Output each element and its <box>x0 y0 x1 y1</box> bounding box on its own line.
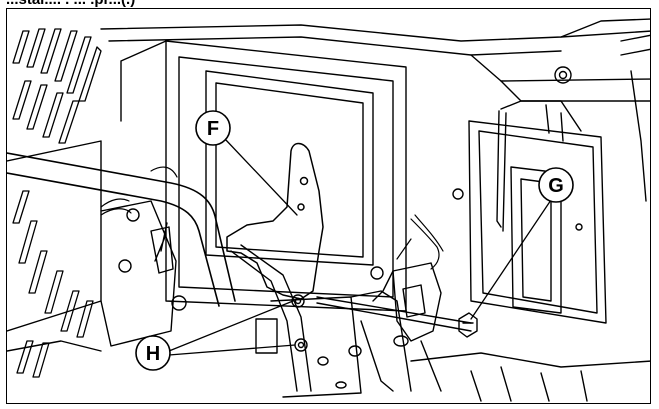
hex-nut-left-lower-icon <box>171 295 187 311</box>
wire-harness <box>100 166 444 270</box>
vent-slots <box>12 28 102 378</box>
cropped-caption: ...stal.... . ... .pr...(.) <box>6 0 135 8</box>
leader-f <box>224 138 298 216</box>
bottom-details <box>7 340 650 402</box>
assembly-drawing: F G H <box>7 18 650 402</box>
leader-h-upper <box>168 300 294 352</box>
leader-lines <box>168 138 554 356</box>
callout-h-label: H <box>146 343 160 365</box>
handle-bar <box>7 152 236 307</box>
hex-bolt-g-icon <box>458 312 478 338</box>
bolt-g <box>458 312 478 338</box>
hex-bolt-top-icon <box>554 66 572 84</box>
shifter-plate <box>226 142 324 300</box>
left-side-panel <box>7 28 102 378</box>
lower-bracket <box>255 290 412 398</box>
callout-f-label: F <box>207 118 219 140</box>
upper-frame <box>100 18 650 202</box>
callout-f: F <box>195 110 231 146</box>
hex-bolt-panel-icon <box>452 188 464 200</box>
leader-h-lower <box>168 344 296 356</box>
left-bracket <box>100 200 187 347</box>
leader-g <box>470 196 554 320</box>
hex-nut-left-upper-icon <box>126 208 140 222</box>
callout-g-label: G <box>548 175 564 197</box>
wire-clip-icon <box>575 223 583 231</box>
right-bracket <box>360 262 442 392</box>
callout-g: G <box>538 167 574 203</box>
diagram-frame: F G H <box>6 8 651 404</box>
center-bracket <box>120 40 407 312</box>
linkage-rod <box>230 244 472 392</box>
hex-nut-left-middle-icon <box>118 259 132 273</box>
right-mounting-panel <box>452 100 607 324</box>
callout-h: H <box>135 335 171 371</box>
